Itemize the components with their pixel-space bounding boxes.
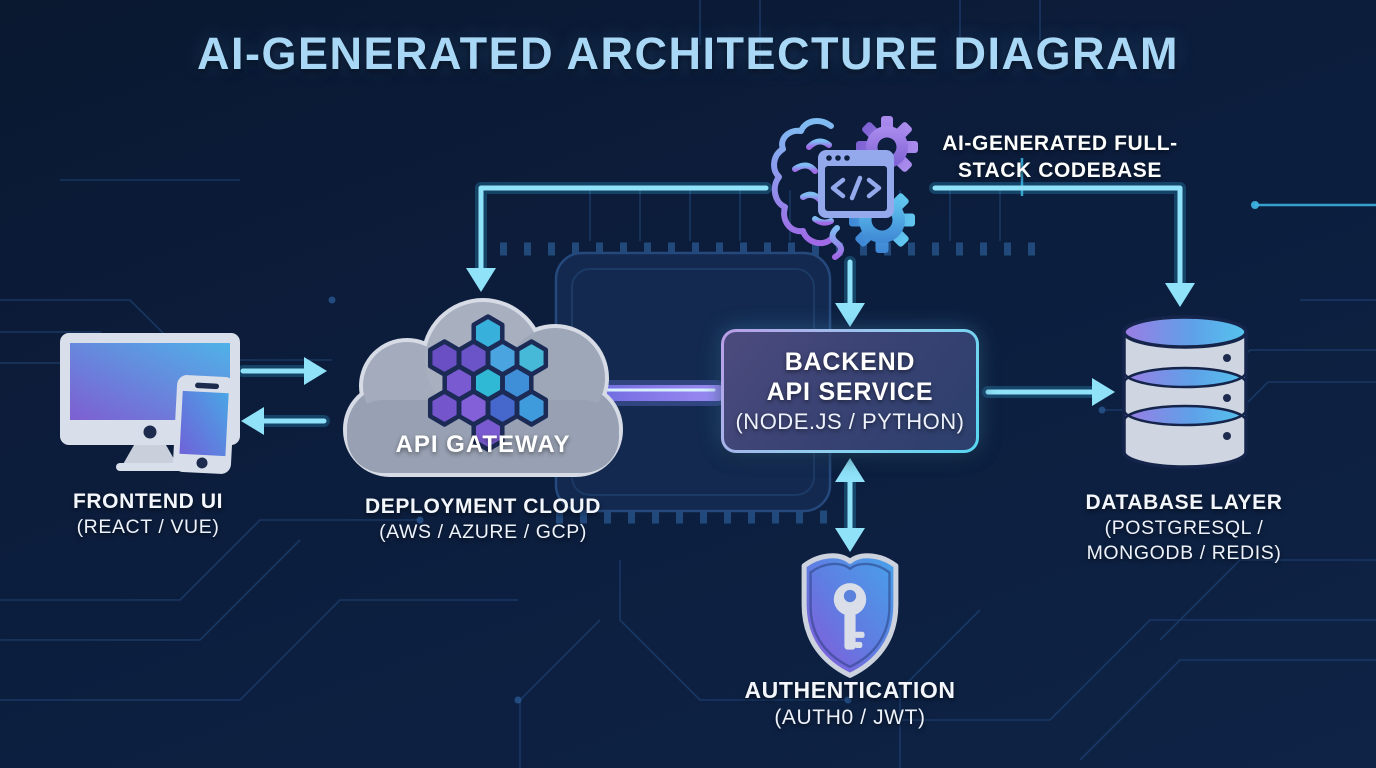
code-window-icon [818,150,894,218]
monitor-phone-icon [60,333,240,474]
arrow-ai-to-cloud [478,185,769,275]
hexagon-cluster-icon [427,314,549,452]
cloud-icon [343,298,623,477]
frontend-label: FRONTEND UI (REACT / VUE) [72,490,224,538]
database-cylinder-icon [1122,315,1248,469]
database-label: DATABASE LAYER (POSTGRESQL / MONGODB / R… [1085,491,1283,564]
api-gateway-label: API GATEWAY [395,431,571,458]
backend-api-service-box: BACKEND API SERVICE (NODE.JS / PYTHON) [724,332,976,450]
brain-code-gears-icon [771,116,918,260]
ai-codebase-node [763,106,931,264]
page-title: AI-GENERATED ARCHITECTURE DIAGRAM [197,28,1179,79]
shield-key-icon [801,553,899,678]
key-icon [833,583,867,650]
deployment-cloud-label: DEPLOYMENT CLOUD (AWS / AZURE / GCP) [365,495,601,543]
deployment-cloud-node: API GATEWAY [333,290,633,488]
database-node [1118,312,1252,472]
brain-icon [771,118,844,260]
frontend-node [58,328,254,476]
ai-codebase-label: AI-GENERATED FULL- STACK CODEBASE [942,132,1178,182]
phone-icon [173,375,236,474]
authentication-node [792,549,908,681]
backend-api-service-node: BACKEND API SERVICE (NODE.JS / PYTHON) [721,329,979,453]
arrow-ai-to-database [932,185,1183,290]
authentication-label: AUTHENTICATION (AUTH0 / JWT) [744,677,956,729]
